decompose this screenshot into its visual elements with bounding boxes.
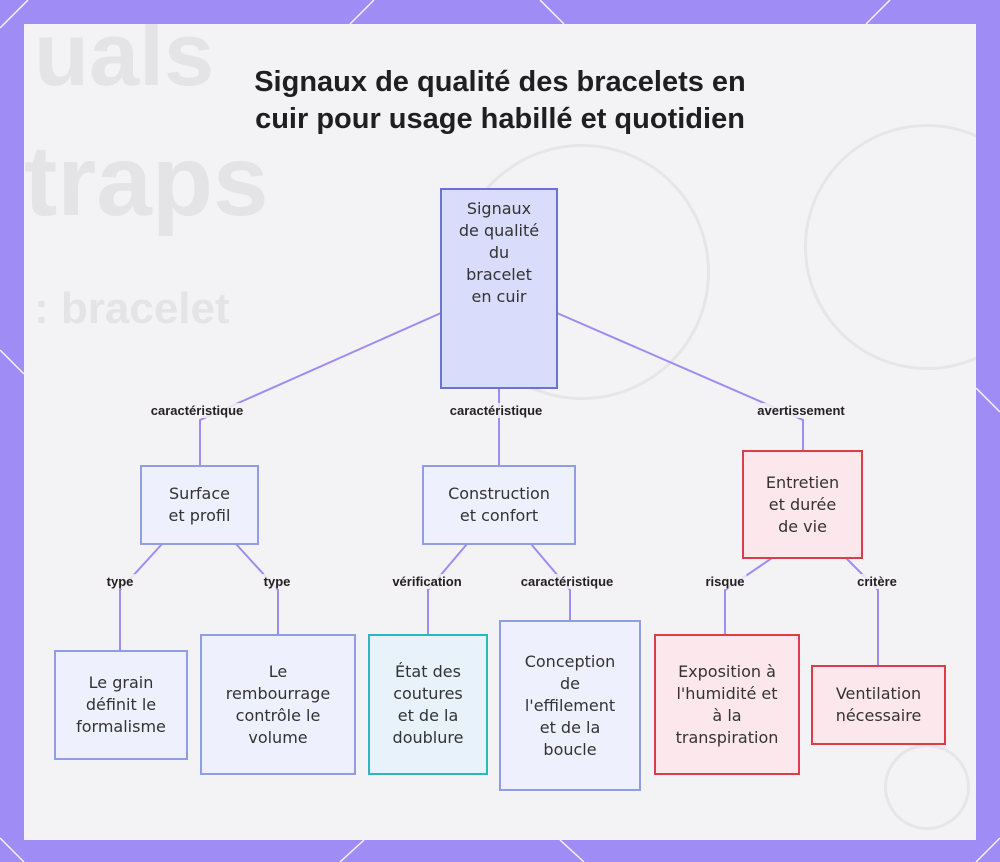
node-line: de vie (778, 516, 827, 536)
root-line: Signaux (466, 199, 532, 218)
node-conception: Conception de l'effilement et de la bouc… (499, 620, 641, 791)
root-line: bracelet (466, 265, 532, 284)
edge-construction-coutures (427, 543, 468, 635)
node-line: contrôle le (235, 705, 321, 725)
node-grain: Le grain définit le formalisme (54, 650, 188, 760)
edge-construction-conception (530, 543, 571, 621)
node-line: État des (395, 661, 461, 681)
root-line: du (488, 243, 510, 262)
node-surface-profil: Surface et profil (140, 465, 259, 545)
node-line: l'effilement (524, 695, 616, 715)
edge-label-surface-grain: type (104, 574, 136, 589)
node-line: Le grain (88, 673, 154, 692)
edge-label-root-entretien: avertissement (755, 403, 847, 418)
node-line: définit le (85, 695, 157, 714)
node-line: transpiration (675, 727, 779, 747)
node-ventilation: Ventilation nécessaire (811, 665, 946, 745)
node-line: et confort (459, 506, 539, 525)
node-line: à la (712, 705, 742, 725)
edge-root-entretien (556, 312, 804, 451)
node-line: nécessaire (835, 706, 922, 725)
node-line: et de la (539, 717, 601, 737)
node-line: Surface (169, 484, 230, 503)
page-title: Signaux de qualité des bracelets en cuir… (0, 64, 1000, 138)
node-rembourrage: Le rembourrage contrôle le volume (200, 634, 356, 775)
edge-root-surface (199, 312, 442, 466)
node-line: rembourrage (225, 683, 331, 703)
edge-label-construction-coutures: vérification (390, 574, 464, 589)
node-line: boucle (543, 739, 597, 759)
edge-entretien-ventilation (845, 557, 879, 666)
edge-surface-rembourrage (235, 543, 279, 635)
edge-surface-grain (119, 543, 163, 651)
title-line-1: Signaux de qualité des bracelets en (254, 66, 746, 98)
edge-label-root-construction: caractéristique (447, 403, 545, 418)
node-line: Entretien (765, 472, 840, 492)
node-line: formalisme (76, 717, 166, 736)
node-line: volume (248, 727, 308, 747)
node-line: Le (268, 661, 288, 681)
root-line: de qualité (458, 221, 540, 240)
node-line: doublure (392, 727, 464, 747)
node-line: de (559, 673, 580, 693)
root-node: Signaux de qualité du bracelet en cuir (440, 188, 558, 389)
node-line: et de la (397, 705, 459, 725)
background-seal-shape (884, 744, 970, 830)
edge-label-construction-conception: caractéristique (518, 574, 616, 589)
edge-entretien-exposition (724, 557, 773, 635)
edge-label-root-surface: caractéristique (148, 403, 246, 418)
node-construction-confort: Construction et confort (422, 465, 576, 545)
node-line: et durée (768, 494, 837, 514)
node-entretien-duree: Entretien et durée de vie (742, 450, 863, 559)
node-line: coutures (393, 683, 463, 703)
background-watermark-text: traps (24, 125, 269, 237)
node-line: et profil (168, 506, 231, 525)
background-watermark-text: : bracelet (34, 284, 230, 333)
root-line: en cuir (471, 287, 527, 306)
background-watermark-text: uals (34, 24, 215, 105)
node-line: Conception (524, 651, 616, 671)
node-coutures: État des coutures et de la doublure (368, 634, 488, 775)
node-exposition: Exposition à l'humidité et à la transpir… (654, 634, 800, 775)
node-line: Construction (448, 484, 550, 503)
edge-label-entretien-ventilation: critère (855, 574, 899, 589)
node-line: Exposition à (678, 661, 776, 681)
title-line-2: cuir pour usage habillé et quotidien (255, 103, 745, 135)
node-line: l'humidité et (676, 683, 778, 703)
node-line: Ventilation (835, 684, 922, 703)
edge-label-surface-rembourrage: type (261, 574, 293, 589)
edge-label-entretien-exposition: risque (703, 574, 747, 589)
